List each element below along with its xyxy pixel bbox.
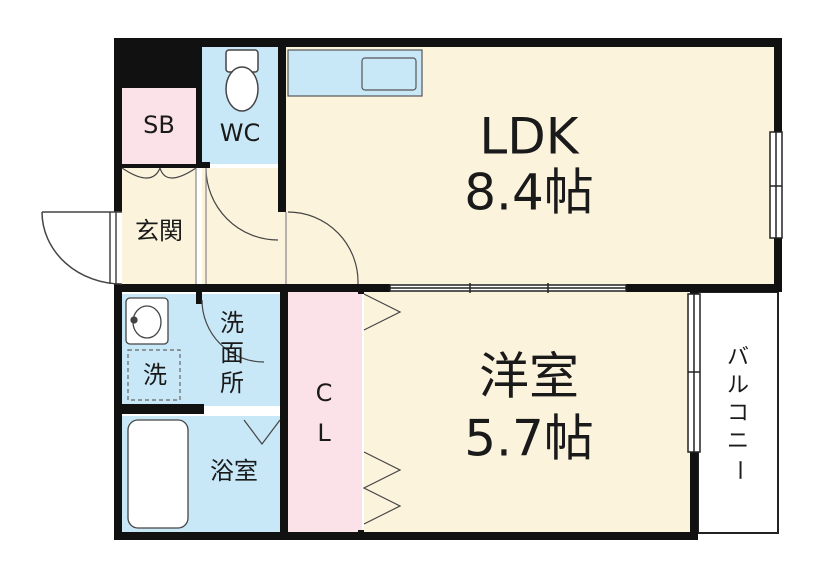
hall-doors bbox=[205, 167, 359, 285]
entrance-floor bbox=[122, 168, 196, 284]
ldk-window bbox=[769, 131, 783, 239]
western-name: 洋室 bbox=[479, 348, 579, 406]
western-window bbox=[687, 293, 701, 453]
closet-label-l: L bbox=[317, 419, 331, 447]
sb-label: SB bbox=[143, 111, 175, 139]
sb-door-arcs bbox=[121, 167, 197, 284]
sb-floor bbox=[122, 88, 196, 164]
balcony-label-5: ー bbox=[726, 459, 751, 481]
washbasin-icon bbox=[125, 297, 169, 345]
ldk-size: 8.4帖 bbox=[464, 164, 594, 222]
balcony-label-2: ル bbox=[727, 373, 749, 398]
sink-icon bbox=[361, 57, 417, 91]
western-size: 5.7帖 bbox=[464, 410, 594, 468]
balcony-label-4: ニ bbox=[727, 429, 749, 454]
washroom-door-arc bbox=[201, 299, 265, 363]
bathtub-icon bbox=[127, 419, 189, 529]
hall-floor bbox=[202, 168, 284, 284]
balcony-label-1: バ bbox=[727, 345, 749, 370]
sliding-door-ldk-western bbox=[389, 283, 627, 293]
closet-floor bbox=[286, 290, 362, 533]
washroom-label-3: 所 bbox=[220, 369, 244, 397]
kitchen-counter bbox=[287, 49, 423, 97]
closet-label-c: C bbox=[316, 379, 333, 407]
ldk-name: LDK bbox=[479, 108, 579, 166]
western-room-floor bbox=[364, 290, 694, 533]
closet-doors bbox=[362, 293, 402, 525]
balcony-floor bbox=[697, 291, 779, 534]
entrance-label: 玄関 bbox=[135, 217, 183, 245]
bath-door-mark bbox=[243, 419, 281, 445]
walls bbox=[114, 38, 782, 540]
washer-space bbox=[127, 349, 181, 401]
bath-label: 浴室 bbox=[210, 457, 258, 485]
washroom-label-1: 洗 bbox=[220, 309, 244, 337]
wc-label: WC bbox=[220, 119, 261, 147]
washer-label: 洗 bbox=[143, 361, 167, 389]
washroom-label-2: 面 bbox=[220, 339, 244, 367]
toilet-icon bbox=[225, 49, 259, 112]
balcony-label-3: コ bbox=[727, 401, 749, 426]
entrance-door bbox=[41, 211, 123, 285]
